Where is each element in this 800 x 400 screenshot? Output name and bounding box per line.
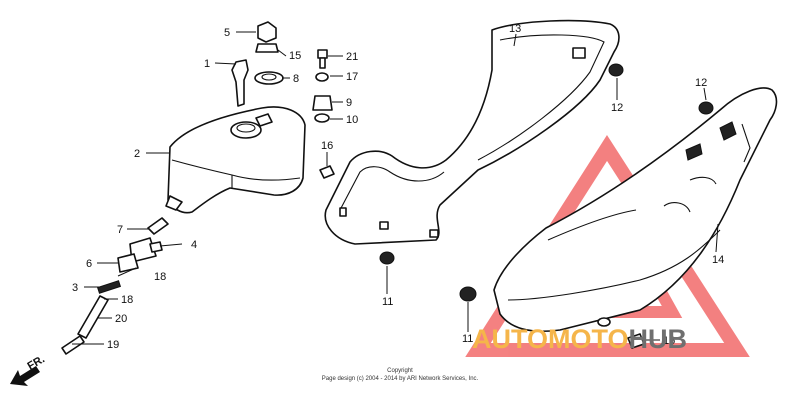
callout-8: 8 — [293, 73, 299, 85]
callout-10: 10 — [346, 114, 358, 126]
callout-3: 3 — [72, 282, 78, 294]
callout-6: 6 — [86, 258, 92, 270]
tank-cap-parts — [231, 21, 284, 107]
copyright-notice: Copyright Page design (c) 2004 - 2014 by… — [322, 368, 479, 382]
callout-2: 2 — [134, 148, 140, 160]
callout-14: 14 — [712, 254, 724, 266]
callout-12b: 12 — [695, 77, 707, 89]
grommets — [379, 63, 714, 327]
callout-16a: 16 — [321, 140, 333, 152]
callout-5: 5 — [224, 27, 230, 39]
callout-numbers: 1 2 3 4 5 6 7 8 9 10 11 11 12 12 13 14 1… — [72, 23, 724, 351]
callout-21: 21 — [346, 51, 358, 63]
callout-17: 17 — [346, 71, 358, 83]
callout-11a: 11 — [382, 296, 393, 308]
callout-4: 4 — [191, 239, 197, 251]
fasteners — [312, 49, 645, 349]
callout-18b: 18 — [121, 294, 133, 306]
front-arrow-icon — [10, 366, 40, 386]
watermark-text-automoto: AUTOMOTO — [472, 324, 629, 354]
callout-11b: 11 — [462, 333, 473, 345]
copyright-line-2: Page design (c) 2004 - 2014 by ARI Netwo… — [322, 376, 479, 382]
callout-1: 1 — [204, 58, 210, 70]
callout-13: 13 — [509, 23, 521, 35]
callout-19: 19 — [107, 339, 119, 351]
left-side-cover — [324, 19, 620, 245]
front-direction-indicator: FR. — [10, 353, 47, 386]
front-direction-label: FR. — [26, 353, 47, 372]
callout-15: 15 — [289, 50, 301, 62]
copyright-line-1: Copyright — [387, 368, 413, 374]
callout-18a: 18 — [154, 271, 166, 283]
leader-lines — [72, 31, 719, 345]
watermark-text: AUTOMOTOHUB — [472, 324, 687, 354]
right-side-cover — [493, 87, 778, 333]
oil-tank — [165, 106, 306, 214]
callout-16b: 16 — [663, 335, 675, 347]
oil-hose-assembly — [61, 217, 169, 355]
callout-7: 7 — [117, 224, 123, 236]
callout-12a: 12 — [611, 102, 623, 114]
callout-20: 20 — [115, 313, 127, 325]
watermark-text-hub: HUB — [629, 324, 688, 354]
callout-9: 9 — [346, 97, 352, 109]
